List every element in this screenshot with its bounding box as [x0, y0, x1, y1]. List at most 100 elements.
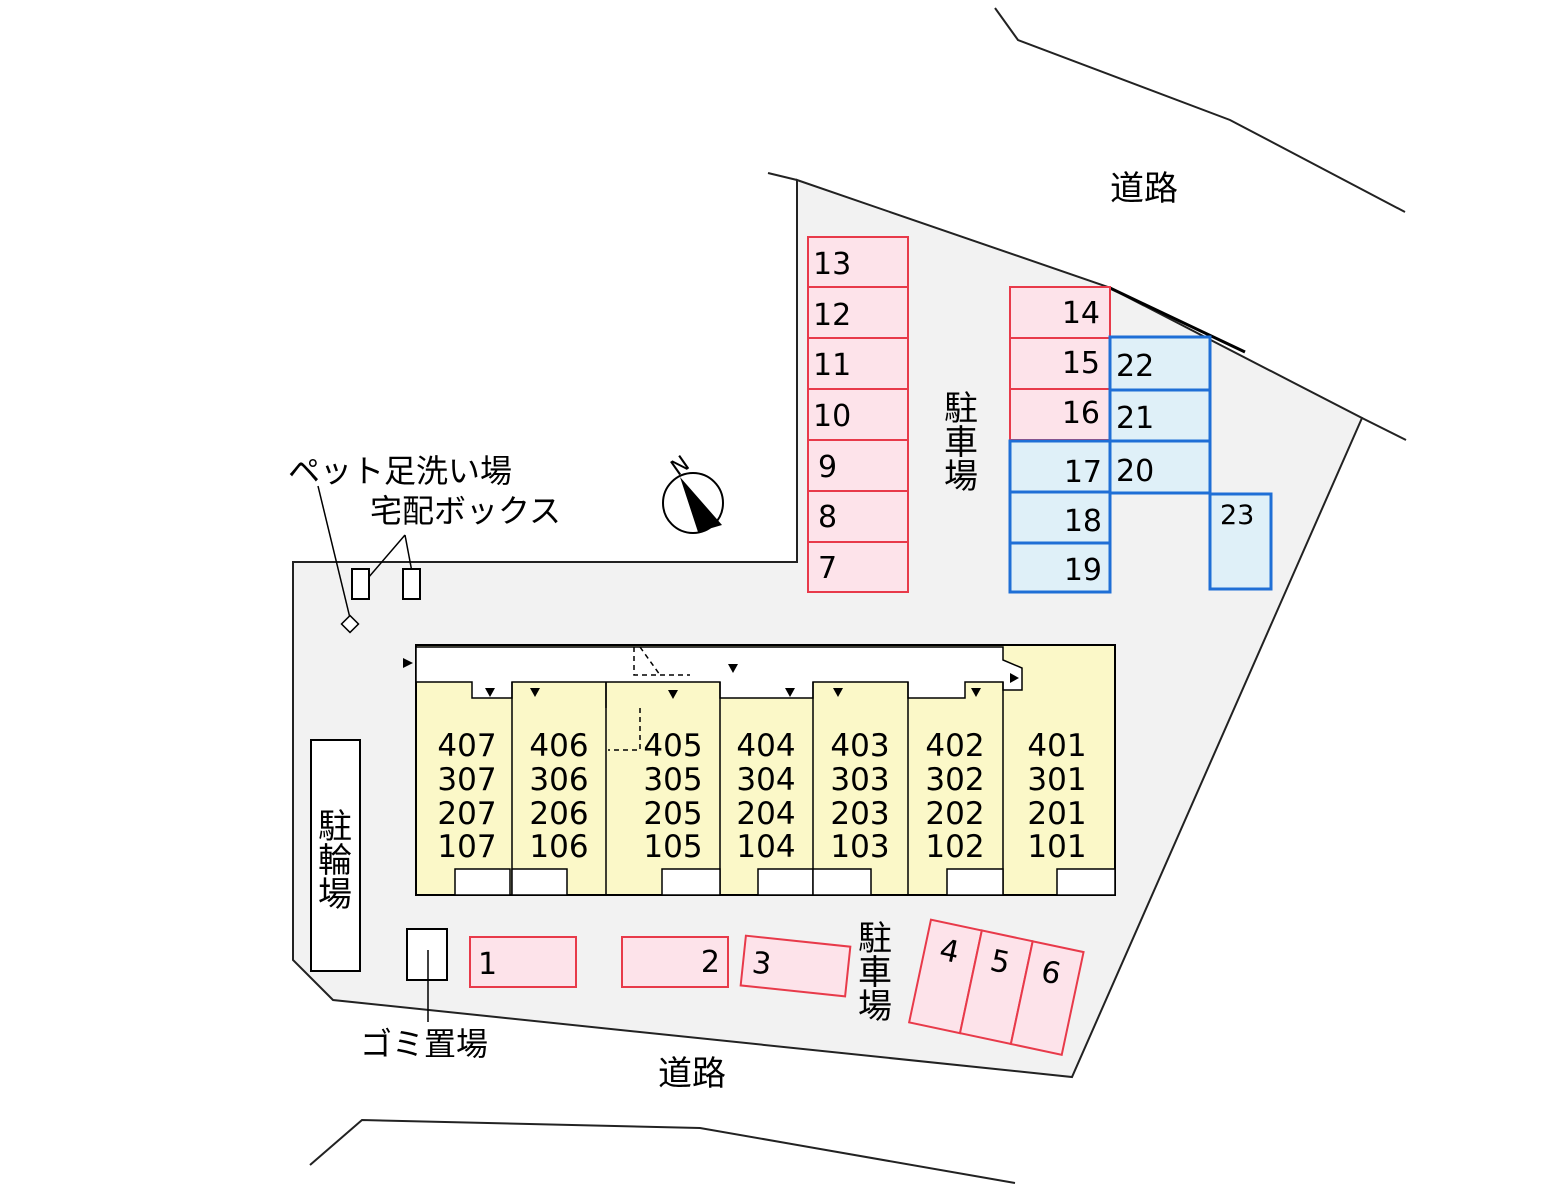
- unit-number: 305: [643, 762, 702, 798]
- compass-icon: N: [662, 451, 724, 534]
- boundary-extension-nw: [767, 172, 798, 181]
- boundary-edge-bold: [1109, 286, 1246, 354]
- parking-column-east-red: 14 15 16: [1009, 286, 1111, 441]
- parking-label-char: 駐: [858, 919, 892, 959]
- balcony: [511, 868, 568, 896]
- door-marker-icon: [728, 664, 738, 673]
- bicycle-parking: [310, 739, 361, 972]
- bicycle-label-char: 場: [318, 875, 352, 915]
- parking-label-char: 場: [858, 987, 892, 1027]
- parking-label-char: 車: [944, 423, 978, 463]
- stair-dashed: [639, 646, 661, 676]
- parking-column-west: 13 12 11 10 9 8 7: [807, 236, 909, 593]
- parking-space-21: [1108, 388, 1212, 443]
- parking-label-north: 駐 車 場: [944, 389, 978, 497]
- parking-label: 8: [818, 500, 837, 535]
- unit-number: 206: [529, 796, 588, 832]
- unit-number: 203: [830, 796, 889, 832]
- parking-space-6: [1009, 940, 1085, 1056]
- parking-space-2: [621, 936, 729, 988]
- unit-column-6: 406 306 206 106: [529, 728, 588, 865]
- parking-label: 1: [478, 947, 497, 982]
- delivery-box: [351, 568, 370, 600]
- unit-number: 402: [925, 728, 984, 764]
- parking-label: 22: [1116, 349, 1154, 384]
- balcony: [1056, 868, 1116, 896]
- entry-marker-icon: [1010, 673, 1019, 683]
- unit-number: 306: [529, 762, 588, 798]
- balcony: [812, 868, 872, 896]
- entry-marker-icon: [403, 658, 413, 668]
- bicycle-label-char: 駐: [318, 807, 352, 847]
- parking-label: 16: [1062, 396, 1100, 431]
- door-marker-icon: [833, 688, 843, 697]
- stair-dashed: [633, 647, 690, 676]
- parking-label: 13: [813, 247, 851, 282]
- parking-space-7: [807, 541, 909, 593]
- parking-label: 3: [750, 946, 773, 983]
- parking-label: 20: [1116, 454, 1154, 489]
- unit-column-2: 402 302 202 102: [925, 728, 984, 865]
- road-edge-top: [994, 7, 1406, 213]
- unit-number: 201: [1027, 796, 1086, 832]
- door-marker-icon: [485, 688, 495, 697]
- unit-number: 103: [830, 829, 889, 865]
- leader-line: [404, 534, 413, 573]
- parking-space-12: [807, 286, 909, 339]
- parking-space-1: [469, 936, 577, 988]
- parking-space-10: [807, 388, 909, 441]
- door-marker-icon: [530, 688, 540, 697]
- parking-label-char: 場: [944, 457, 978, 497]
- balcony: [946, 868, 1004, 896]
- unit-number: 405: [643, 728, 702, 764]
- unit-number: 404: [736, 728, 795, 764]
- parking-label-char: 駐: [944, 389, 978, 429]
- unit-number: 407: [437, 728, 496, 764]
- parking-column-east-blue: 17 18 19 22 21 20 23: [1008, 335, 1273, 594]
- bicycle-label-char: 輪: [318, 841, 352, 881]
- unit-column-1: 401 301 201 101: [1027, 728, 1086, 865]
- pet-wash-label: ペット足洗い場: [288, 452, 512, 490]
- garbage-area: [406, 928, 448, 981]
- parking-label: 10: [813, 399, 851, 434]
- parking-label: 14: [1062, 296, 1100, 331]
- parking-label: 18: [1064, 504, 1102, 539]
- unit-number: 102: [925, 829, 984, 865]
- unit-number: 105: [643, 829, 702, 865]
- parking-space-3: [739, 934, 852, 998]
- parking-label: 12: [813, 298, 851, 333]
- unit-column-5: 405 305 205 105: [643, 728, 702, 865]
- unit-number: 202: [925, 796, 984, 832]
- door-marker-icon: [668, 690, 678, 699]
- road-label-bottom: 道路: [658, 1054, 726, 1094]
- unit-number: 207: [437, 796, 496, 832]
- parking-label: 15: [1062, 346, 1100, 381]
- unit-number: 106: [529, 829, 588, 865]
- parking-label: 11: [813, 348, 851, 383]
- unit-number: 301: [1027, 762, 1086, 798]
- delivery-box-label: 宅配ボックス: [370, 492, 561, 530]
- unit-number: 303: [830, 762, 889, 798]
- parking-space-11: [807, 337, 909, 390]
- door-marker-icon: [785, 688, 795, 697]
- parking-space-20: [1108, 439, 1212, 495]
- parking-label: 2: [701, 945, 720, 980]
- unit-column-3: 403 303 203 103: [830, 728, 889, 865]
- parking-space-15: [1009, 337, 1111, 390]
- unit-number: 302: [925, 762, 984, 798]
- parking-space-22: [1108, 335, 1212, 392]
- bicycle-parking-label: 駐 輪 場: [318, 807, 352, 915]
- door-marker-icon: [971, 688, 981, 697]
- parking-space-13: [807, 236, 909, 288]
- garbage-label: ゴミ置場: [360, 1025, 488, 1063]
- unit-number: 307: [437, 762, 496, 798]
- pet-wash-marker: [340, 614, 360, 634]
- unit-number: 101: [1027, 829, 1086, 865]
- parking-space-23: [1208, 492, 1273, 591]
- boundary-extension-ne: [1361, 417, 1407, 441]
- parking-label: 9: [818, 450, 837, 485]
- parking-label-char: 車: [858, 953, 892, 993]
- apartment-building: 407 307 207 107 406 306 206 106 405 305 …: [403, 644, 1116, 896]
- delivery-box: [402, 568, 421, 600]
